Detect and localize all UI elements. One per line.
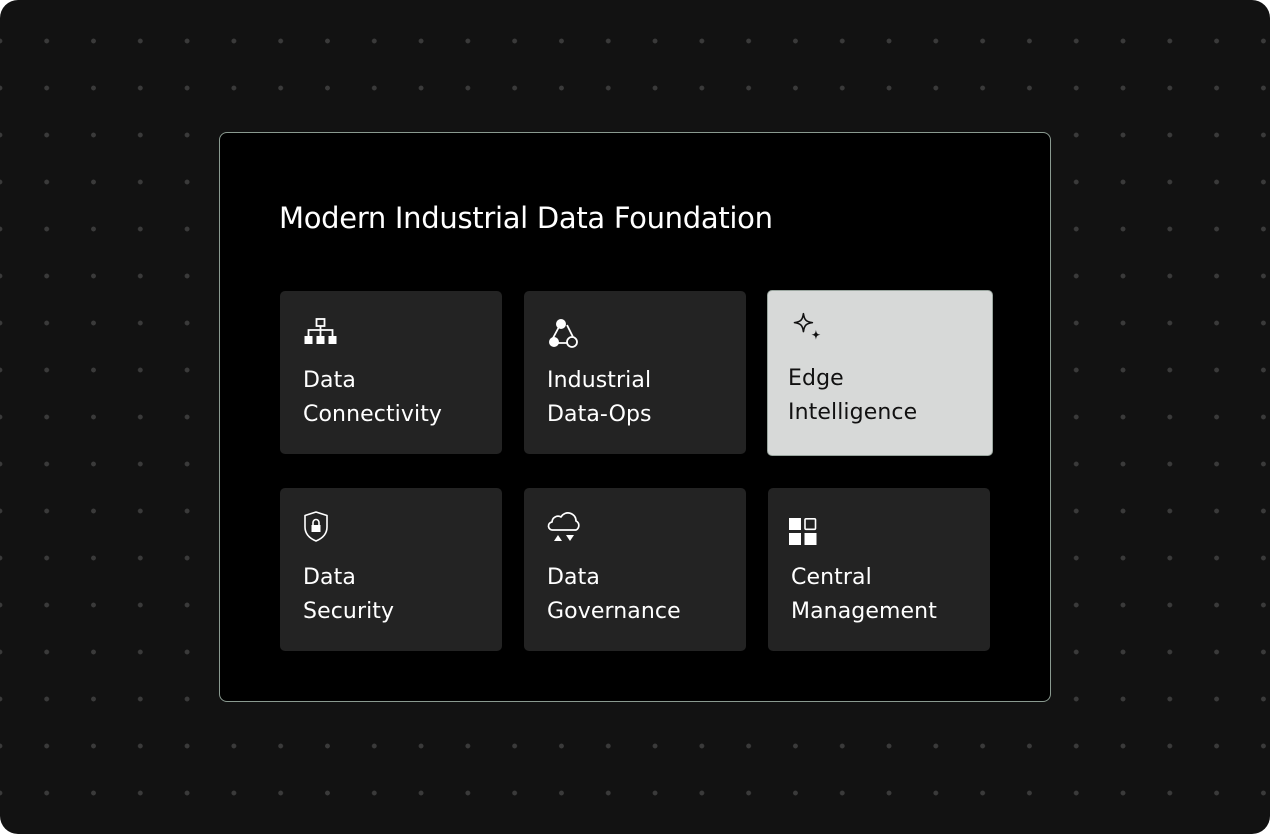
sparkle-icon <box>793 312 821 340</box>
card-label-line1: Central <box>791 565 872 590</box>
card-label-line1: Industrial <box>547 368 652 393</box>
card-central-management[interactable]: Central Management <box>768 488 990 651</box>
card-label-line2: Connectivity <box>303 402 443 427</box>
card-data-connectivity[interactable]: Data Connectivity <box>280 291 502 454</box>
page-title: Modern Industrial Data Foundation <box>279 201 773 235</box>
card-label-line2: Data-Ops <box>547 402 652 427</box>
card-edge-intelligence[interactable]: Edge Intelligence <box>767 290 993 456</box>
card-label-line1: Edge <box>788 366 844 391</box>
hierarchy-network-icon <box>304 318 337 344</box>
card-label: Industrial Data-Ops <box>547 364 652 432</box>
card-label: Data Connectivity <box>303 364 442 432</box>
foundation-panel: Modern Industrial Data Foundation Data C… <box>219 132 1051 702</box>
shield-lock-icon <box>304 511 328 542</box>
card-label-line2: Intelligence <box>788 400 918 425</box>
card-industrial-data-ops[interactable]: Industrial Data-Ops <box>524 291 746 454</box>
card-label: Data Governance <box>547 561 681 629</box>
card-label-line2: Management <box>791 599 937 624</box>
card-label-line1: Data <box>303 565 356 590</box>
grid-apps-icon <box>789 518 817 545</box>
card-label-line2: Governance <box>547 599 681 624</box>
connected-nodes-icon <box>549 319 578 348</box>
card-data-governance[interactable]: Data Governance <box>524 488 746 651</box>
card-label: Central Management <box>791 561 937 629</box>
cloud-sync-icon <box>547 512 580 541</box>
card-label-line1: Data <box>547 565 600 590</box>
card-label: Edge Intelligence <box>788 362 917 430</box>
card-label-line2: Security <box>303 599 395 624</box>
card-data-security[interactable]: Data Security <box>280 488 502 651</box>
card-label-line1: Data <box>303 368 356 393</box>
card-label: Data Security <box>303 561 394 629</box>
